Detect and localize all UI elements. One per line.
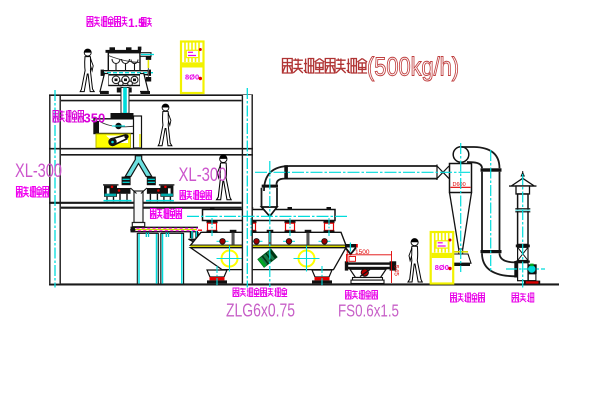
svg-text:XL-300: XL-300	[179, 165, 227, 186]
svg-text:XL-300: XL-300	[15, 161, 62, 182]
svg-text:8Ø0: 8Ø0	[185, 73, 199, 82]
svg-text:ZLG6x0.75: ZLG6x0.75	[226, 301, 295, 321]
svg-text:1500: 1500	[355, 249, 370, 256]
svg-text:350: 350	[84, 111, 106, 126]
svg-text:FS0.6x1.5: FS0.6x1.5	[338, 301, 399, 321]
svg-text:(500kg/h): (500kg/h)	[367, 54, 459, 82]
svg-text:D600: D600	[453, 182, 466, 188]
svg-text:8Ø0: 8Ø0	[435, 263, 449, 272]
svg-text:1.5: 1.5	[128, 16, 145, 30]
svg-text:545: 545	[393, 265, 400, 276]
